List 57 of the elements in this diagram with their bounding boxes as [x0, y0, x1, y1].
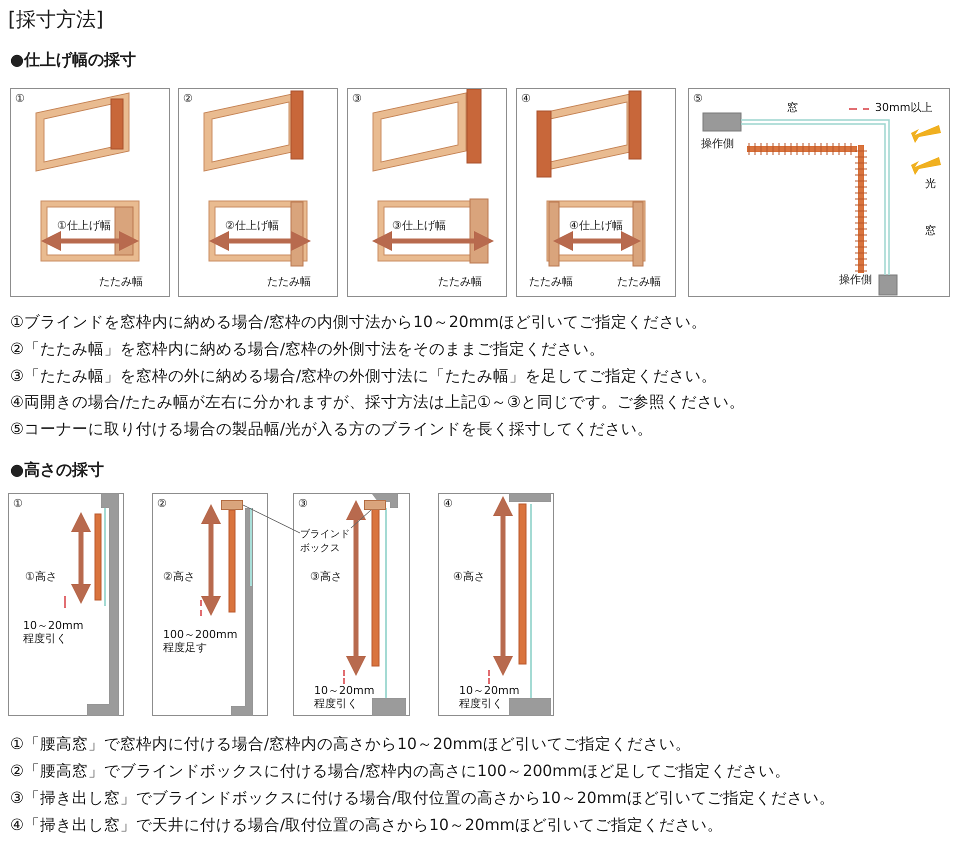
clearance-label: 30mm以上	[875, 101, 932, 114]
panel-number: ①	[13, 497, 23, 510]
panel-number: ③	[352, 92, 362, 105]
illustration-panel	[152, 493, 268, 716]
instruction-text: ④両開きの場合/たたみ幅が左右に分かれますが、採寸方法は上記①～③と同じです。ご参照ください。	[10, 392, 745, 413]
height-label: ②高さ	[163, 570, 195, 583]
fold-width-label: たたみ幅	[529, 275, 573, 288]
blind-box	[221, 500, 243, 510]
panel-number: ②	[183, 92, 193, 105]
deduction-note: 10～20mm 程度引く	[459, 684, 520, 710]
fold-width-label: たたみ幅	[617, 275, 661, 288]
deduction-note: 10～20mm 程度引く	[23, 619, 84, 645]
illustration-panel	[438, 493, 554, 716]
fold-width-label: たたみ幅	[267, 275, 311, 288]
illustration-panel	[347, 88, 507, 297]
light-label: 光	[925, 177, 936, 190]
blind-box	[364, 500, 386, 510]
instruction-text: ①「腰高窓」で窓枠内に付ける場合/窓枠内の高さから10～20mmほど引いてご指定ください。	[10, 734, 691, 755]
width-label: ④仕上げ幅	[569, 219, 623, 232]
deduction-note: 100～200mm 程度足す	[163, 628, 238, 654]
window-label: 窓	[787, 101, 798, 114]
illustration-panel	[8, 493, 124, 716]
page-title: [採寸方法]	[8, 6, 104, 33]
fold-width-label: たたみ幅	[438, 275, 482, 288]
leader-line	[350, 510, 372, 528]
panel-number: ④	[521, 92, 531, 105]
instruction-text: ③「掃き出し窓」でブラインドボックスに付ける場合/取付位置の高さから10～20mmほど引いてご指定ください。	[10, 788, 835, 809]
instruction-text: ②「たたみ幅」を窓枠内に納める場合/窓枠の外側寸法をそのままご指定ください。	[10, 339, 606, 360]
instruction-text: ①ブラインドを窓枠内に納める場合/窓枠の内側寸法から10～20mmほど引いてご指定ください。	[10, 312, 707, 333]
illustration-panel	[688, 88, 950, 297]
panel-number: ②	[157, 497, 167, 510]
instruction-text: ④「掃き出し窓」で天井に付ける場合/取付位置の高さから10～20mmほど引いてご指定ください。	[10, 815, 723, 836]
panel-number: ④	[443, 497, 453, 510]
section-heading: ●仕上げ幅の採寸	[10, 50, 136, 71]
illustration-panel	[178, 88, 338, 297]
height-label: ①高さ	[25, 570, 57, 583]
fold-width-label: たたみ幅	[99, 275, 143, 288]
operating-side-label: 操作側	[701, 137, 734, 150]
deduction-note: 10～20mm 程度引く	[314, 684, 376, 710]
illustration-panel	[10, 88, 170, 297]
illustration-panel	[516, 88, 676, 297]
height-label: ④高さ	[453, 570, 485, 583]
instruction-text: ②「腰高窓」でブラインドボックスに付ける場合/窓枠内の高さに100～200mmほど足してご指定ください。	[10, 761, 790, 782]
panel-number: ①	[15, 92, 25, 105]
width-label: ②仕上げ幅	[225, 219, 279, 232]
section-heading: ●高さの採寸	[10, 460, 104, 481]
operating-side-label: 操作側	[839, 273, 872, 286]
width-label: ③仕上げ幅	[392, 219, 446, 232]
panel-number: ⑤	[693, 92, 703, 105]
height-label: ③高さ	[310, 570, 342, 583]
leader-line	[242, 504, 300, 534]
instruction-text: ⑤コーナーに取り付ける場合の製品幅/光が入る方のブラインドを長く採寸してください。	[10, 419, 654, 440]
width-label: ①仕上げ幅	[57, 219, 111, 232]
illustration-panel	[293, 493, 410, 716]
panel-number: ③	[298, 497, 308, 510]
instruction-text: ③「たたみ幅」を窓枠の外に納める場合/窓枠の外側寸法に「たたみ幅」を足してご指定ください。	[10, 366, 718, 387]
window-label: 窓	[925, 224, 936, 237]
